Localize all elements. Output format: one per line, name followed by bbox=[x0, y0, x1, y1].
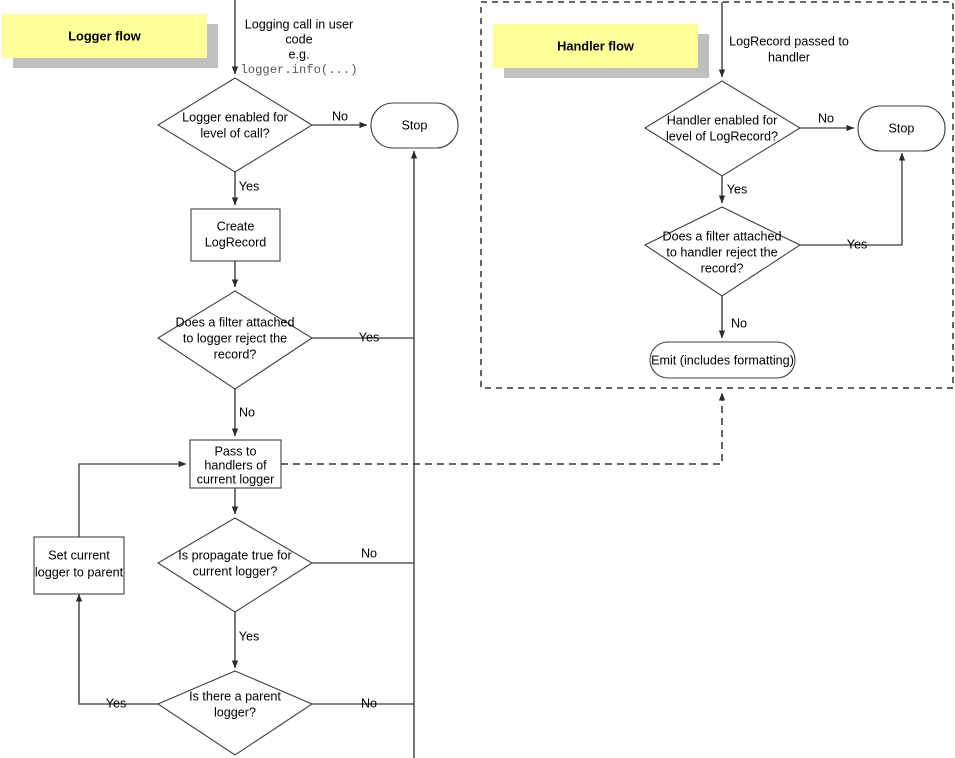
node-pass-to-handlers[interactable]: Pass to handlers of current logger bbox=[189, 439, 282, 489]
is-propagate-line-2: current logger? bbox=[193, 564, 278, 578]
has-parent-line-2: logger? bbox=[214, 705, 256, 719]
edge-pass-to-handlers-to-handler-flow bbox=[281, 392, 726, 465]
create-logrecord-box bbox=[190, 208, 281, 262]
create-logrecord-line-1: Create bbox=[217, 219, 255, 233]
emit-label: Emit (includes formatting) bbox=[651, 353, 794, 367]
edge-handler-filter-yes bbox=[800, 152, 906, 246]
handler-filter-line-3: record? bbox=[701, 261, 744, 275]
edge-label-is-propagate-yes: Yes bbox=[239, 629, 260, 643]
banner-handler-flow-fill bbox=[493, 24, 698, 68]
node-create-logrecord[interactable]: Create LogRecord bbox=[190, 208, 281, 262]
caption-handler-entry: LogRecord passed to handler bbox=[729, 34, 849, 64]
logger-entry-line-3: e.g. bbox=[288, 47, 309, 61]
logger-filter-line-3: record? bbox=[214, 347, 257, 361]
stop-handler-label: Stop bbox=[889, 121, 915, 135]
handler-filter-line-1: Does a filter attached bbox=[662, 229, 781, 243]
edge-label-is-propagate-no: No bbox=[361, 546, 377, 560]
handler-entry-line-2: handler bbox=[768, 50, 810, 64]
edge-label-handler-filter-no: No bbox=[731, 316, 747, 330]
pass-to-handlers-line-1: Pass to bbox=[215, 444, 257, 458]
edge-label-logger-filter-no: No bbox=[239, 405, 255, 419]
logger-enabled-line-2: level of call? bbox=[200, 126, 269, 140]
logger-entry-line-1: Logging call in user bbox=[245, 17, 354, 31]
pass-to-handlers-line-2: handlers of bbox=[204, 458, 267, 472]
handler-enabled-line-2: level of LogRecord? bbox=[666, 129, 778, 143]
banner-handler-flow: Handler flow bbox=[493, 24, 709, 78]
edge-label-handler-filter-yes: Yes bbox=[847, 237, 868, 251]
banner-logger-flow: Logger flow bbox=[2, 14, 218, 68]
edge-label-logger-filter-yes: Yes bbox=[359, 330, 380, 344]
caption-logger-entry: Logging call in user code e.g. logger.in… bbox=[240, 17, 357, 77]
create-logrecord-line-2: LogRecord bbox=[205, 235, 267, 249]
edge-label-has-parent-yes: Yes bbox=[106, 696, 127, 710]
emit-terminator bbox=[649, 341, 796, 379]
stop-logger-terminator bbox=[370, 102, 459, 149]
pass-to-handlers-box bbox=[189, 439, 282, 489]
node-handler-enabled[interactable]: Handler enabled for level of LogRecord? bbox=[643, 80, 802, 177]
banner-logger-flow-label: Logger flow bbox=[68, 28, 141, 43]
edge-label-handler-enabled-yes: Yes bbox=[727, 182, 748, 196]
edge-label-has-parent-no: No bbox=[361, 696, 377, 710]
set-parent-line-1: Set current bbox=[48, 548, 110, 562]
logger-filter-line-2: to logger reject the bbox=[183, 331, 287, 345]
edge-label-logger-enabled-yes: Yes bbox=[239, 179, 260, 193]
handler-filter-diamond bbox=[643, 206, 802, 297]
logger-entry-code: logger.info(...) bbox=[240, 63, 357, 77]
node-logger-enabled[interactable]: Logger enabled for level of call? bbox=[156, 77, 314, 173]
node-handler-filter[interactable]: Does a filter attached to handler reject… bbox=[643, 206, 802, 297]
handler-enabled-diamond bbox=[643, 80, 802, 177]
banner-handler-flow-label: Handler flow bbox=[557, 38, 634, 53]
handler-entry-line-1: LogRecord passed to bbox=[729, 34, 849, 48]
logger-filter-line-1: Does a filter attached bbox=[175, 315, 294, 329]
banner-logger-flow-fill bbox=[2, 14, 207, 58]
edge-label-handler-enabled-no: No bbox=[818, 111, 834, 125]
has-parent-line-1: Is there a parent bbox=[189, 689, 281, 703]
node-stop-logger[interactable]: Stop bbox=[370, 102, 459, 149]
is-propagate-diamond bbox=[156, 517, 314, 613]
logger-enabled-diamond bbox=[156, 77, 314, 173]
set-parent-box bbox=[33, 536, 125, 595]
handler-flow-group-box bbox=[480, 1, 954, 389]
has-parent-diamond bbox=[156, 670, 314, 756]
node-is-propagate[interactable]: Is propagate true for current logger? bbox=[156, 517, 314, 613]
node-has-parent[interactable]: Is there a parent logger? bbox=[156, 670, 314, 756]
node-logger-filter[interactable]: Does a filter attached to logger reject … bbox=[156, 290, 314, 390]
node-stop-handler[interactable]: Stop bbox=[857, 105, 946, 152]
set-parent-line-2: logger to parent bbox=[35, 565, 124, 579]
stop-handler-terminator bbox=[857, 105, 946, 152]
is-propagate-line-1: Is propagate true for bbox=[178, 548, 291, 562]
logger-filter-diamond bbox=[156, 290, 314, 390]
edge-label-logger-enabled-no: No bbox=[332, 109, 348, 123]
node-emit[interactable]: Emit (includes formatting) bbox=[649, 341, 796, 379]
logger-enabled-line-1: Logger enabled for bbox=[182, 110, 288, 124]
handler-enabled-line-1: Handler enabled for bbox=[667, 113, 778, 127]
edge-set-parent-to-pass-to-handlers bbox=[78, 460, 187, 537]
logger-entry-line-2: code bbox=[285, 32, 312, 46]
pass-to-handlers-line-3: current logger bbox=[197, 472, 275, 486]
edge-has-parent-yes bbox=[75, 593, 158, 705]
handler-filter-line-2: to handler reject the bbox=[666, 245, 777, 259]
stop-logger-label: Stop bbox=[402, 118, 428, 132]
node-set-parent[interactable]: Set current logger to parent bbox=[33, 536, 125, 595]
